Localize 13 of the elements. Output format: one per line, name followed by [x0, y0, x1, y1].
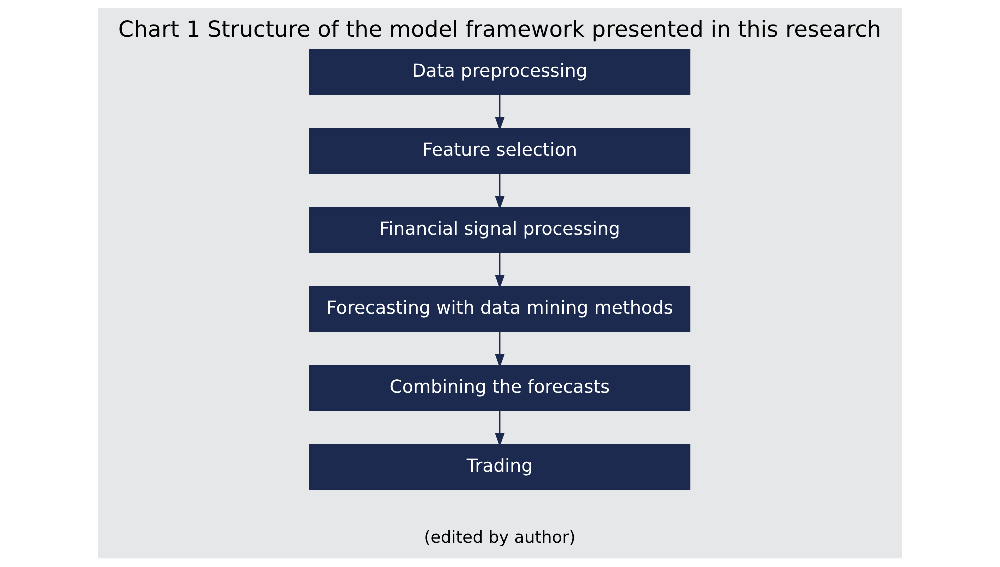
node-box: Trading — [309, 444, 691, 490]
node-box: Combining the forecasts — [309, 365, 691, 412]
arrow — [495, 252, 505, 290]
node-box: Financial signal processing — [309, 207, 691, 253]
caption: (edited by author) — [424, 528, 576, 547]
arrow — [495, 173, 505, 210]
node-box: Feature selection — [309, 128, 691, 174]
node-box: Data preprocessing — [309, 49, 691, 95]
arrow — [495, 94, 505, 132]
diagram-title: Chart 1 Structure of the model framework presented in this research — [118, 17, 882, 44]
arrow — [495, 410, 505, 448]
arrow — [495, 331, 505, 368]
node-box: Forecasting with data mining methods — [309, 286, 691, 332]
